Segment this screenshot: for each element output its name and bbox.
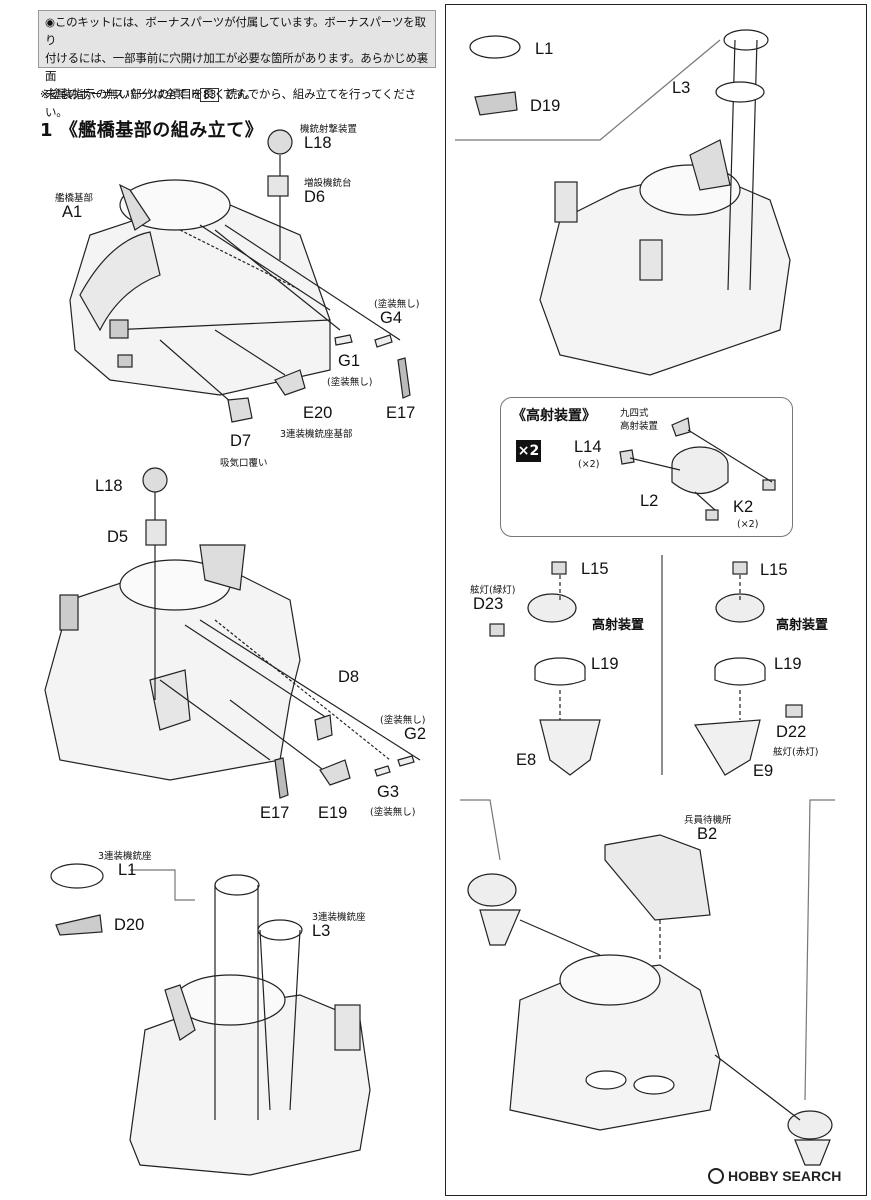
part-l3-right: L3: [672, 79, 691, 97]
aa-director-title: 《高射装置》: [512, 408, 596, 424]
part-e9: E9: [753, 762, 774, 780]
part-l15-right: L15: [760, 561, 788, 579]
notice-line-3: 末尾のボーナスパーツの項目を良く読んでから、組み立てを行ってください。: [45, 87, 416, 119]
part-d6: D6: [304, 188, 326, 206]
e20-name: 3連装機銃座基部: [280, 429, 353, 440]
paint-code-box: 83: [199, 88, 220, 102]
aa-type-name-2: 高射装置: [620, 421, 659, 432]
step-title: 1 《艦橋基部の組み立て》: [40, 116, 263, 142]
part-a1: A1: [62, 203, 83, 221]
part-g4: G4: [380, 309, 403, 327]
l3-name-left: 3連装機銃座: [312, 912, 366, 923]
l14-qty: (×2): [578, 459, 600, 470]
aa-label-right: 高射装置: [776, 618, 829, 633]
small-parts-1: [227, 129, 411, 423]
part-e17-top: E17: [386, 404, 416, 422]
paint-note-suffix: です。: [219, 87, 257, 101]
part-b2: B2: [697, 825, 718, 843]
g4-note: (塗装無し): [374, 299, 420, 310]
g3-note: (塗装無し): [370, 807, 416, 818]
part-g2: G2: [404, 725, 427, 743]
part-d5: D5: [107, 528, 129, 546]
d6-name: 増設機銃台: [304, 178, 352, 189]
notice-line-2: 付けるには、一部事前に穴開け加工が必要な箇所があります。あらかじめ裏面: [45, 51, 429, 83]
watermark-text: HOBBY SEARCH: [728, 1168, 842, 1184]
aa-label-left: 高射装置: [592, 618, 645, 633]
part-l1-left: L1: [118, 861, 137, 879]
notice-line-1: ◉このキットには、ボーナスパーツが付属しています。ボーナスパーツを取り: [45, 15, 426, 47]
aa-director-box: [500, 397, 793, 537]
part-l19-left: L19: [591, 655, 619, 673]
k2-qty: (×2): [737, 519, 759, 530]
part-l14: L14: [574, 438, 602, 456]
part-d23: D23: [473, 595, 504, 613]
right-column-frame: [445, 4, 867, 1196]
part-d8: D8: [338, 668, 360, 686]
part-d19: D19: [530, 97, 561, 115]
l1-name-left: 3連装機銃座: [98, 851, 152, 862]
part-l18-mid: L18: [95, 477, 123, 495]
d22-name: 舷灯(赤灯): [773, 747, 819, 758]
part-l19-right: L19: [774, 655, 802, 673]
part-l15-left: L15: [581, 560, 609, 578]
part-l3-left: L3: [312, 922, 331, 940]
part-d7: D7: [230, 432, 252, 450]
part-g1: G1: [338, 352, 361, 370]
g1-note: (塗装無し): [327, 377, 373, 388]
part-l1-right: L1: [535, 40, 554, 58]
bonus-parts-notice: ◉このキットには、ボーナスパーツが付属しています。ボーナスパーツを取り 付けるに…: [38, 10, 436, 119]
l18-name: 機銃射撃装置: [300, 124, 358, 135]
part-e8: E8: [516, 751, 537, 769]
b2-name: 兵員待機所: [684, 815, 732, 826]
paint-note-prefix: ※塗装指示の無い部分は全て H: [40, 87, 200, 101]
d7-name: 吸気口覆い: [220, 458, 268, 469]
aa-type-name-1: 九四式: [620, 408, 649, 419]
step-number: 1: [40, 120, 54, 141]
part-d22: D22: [776, 723, 807, 741]
part-d20: D20: [114, 916, 145, 934]
a1-name: 艦橋基部: [55, 193, 94, 204]
part-e19: E19: [318, 804, 348, 822]
g2-note: (塗装無し): [380, 715, 426, 726]
part-e20: E20: [303, 404, 333, 422]
part-e17-mid: E17: [260, 804, 290, 822]
multiplier-badge: ×2: [516, 440, 541, 462]
watermark-logo-icon: [708, 1168, 724, 1184]
part-k2: K2: [733, 498, 754, 516]
d23-name: 舷灯(緑灯): [470, 585, 516, 596]
part-l2: L2: [640, 492, 659, 510]
part-g3: G3: [377, 783, 400, 801]
part-l18-top: L18: [304, 134, 332, 152]
small-parts-2: [142, 467, 415, 799]
bridge-base-illustration-2: [44, 490, 421, 781]
step-name: 《艦橋基部の組み立て》: [59, 120, 264, 141]
